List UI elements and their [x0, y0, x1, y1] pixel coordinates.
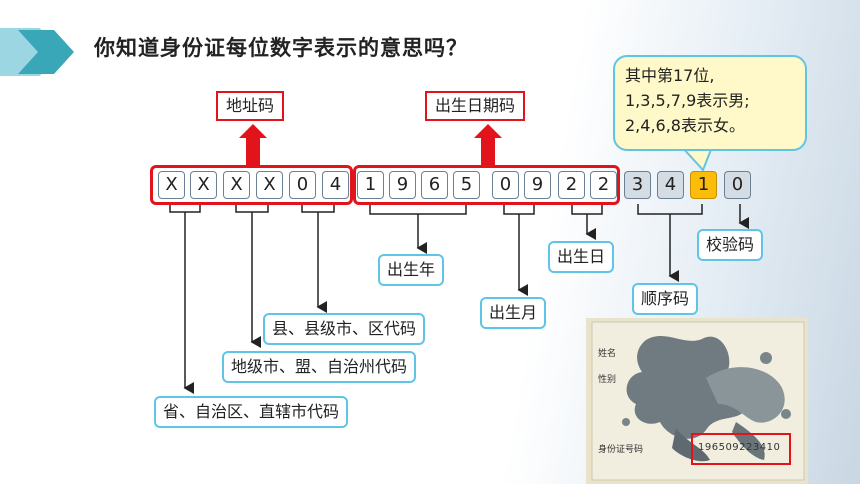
check-code-label: 校验码 — [697, 229, 764, 261]
prefecture-code-label: 地级市、盟、自治州代码 — [222, 351, 417, 383]
id-digit: X — [223, 171, 250, 199]
address-code-label: 地址码 — [216, 91, 285, 121]
id-digit: 9 — [524, 171, 551, 199]
id-digit: X — [158, 171, 185, 199]
gender-callout: 其中第17位, 1,3,5,7,9表示男; 2,4,6,8表示女。 — [613, 55, 807, 151]
id-digit: 2 — [590, 171, 617, 199]
county-code-label: 县、县级市、区代码 — [263, 313, 426, 345]
id-digit: 5 — [453, 171, 480, 199]
id-digit: 4 — [322, 171, 349, 199]
play-arrow-logo-icon — [0, 28, 74, 76]
id-digit: 0 — [492, 171, 519, 199]
id-digit: 4 — [657, 171, 684, 199]
callout-line: 2,4,6,8表示女。 — [625, 116, 745, 135]
ink-stain-image — [591, 321, 805, 481]
address-code-frame — [150, 165, 353, 205]
id-digit: 1 — [357, 171, 384, 199]
id-digit: 6 — [421, 171, 448, 199]
birthdate-code-frame — [353, 165, 620, 205]
card-field-id: 身份证号码 — [598, 445, 644, 455]
id-digit: 2 — [558, 171, 585, 199]
id-digit: X — [190, 171, 217, 199]
callout-line: 其中第17位, — [625, 66, 715, 85]
id-digit: X — [256, 171, 283, 199]
birth-day-label: 出生日 — [548, 241, 615, 273]
id-digit: 0 — [289, 171, 316, 199]
card-id-number: 196509223410 — [698, 442, 781, 453]
callout-seam — [684, 145, 710, 149]
card-field-name: 姓名 — [598, 349, 617, 359]
id-digit: 3 — [624, 171, 651, 199]
page-title: 你知道身份证每位数字表示的意思吗？ — [94, 36, 468, 60]
id-card-photo: 姓名 性别 身份证号码 196509223410 — [586, 318, 808, 484]
id-digit-gender: 1 — [690, 171, 717, 199]
birth-month-label: 出生月 — [480, 297, 547, 329]
callout-line: 1,3,5,7,9表示男; — [625, 91, 750, 110]
province-code-label: 省、自治区、直辖市代码 — [154, 396, 349, 428]
card-field-gender: 性别 — [598, 375, 617, 385]
sequence-code-label: 顺序码 — [632, 283, 699, 315]
birth-year-label: 出生年 — [378, 254, 445, 286]
id-digit-check: 0 — [724, 171, 751, 199]
id-digit: 9 — [389, 171, 416, 199]
birthdate-code-label: 出生日期码 — [425, 91, 526, 121]
